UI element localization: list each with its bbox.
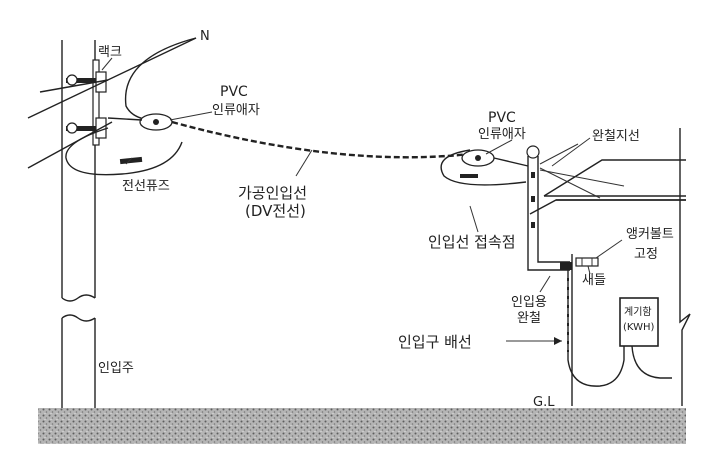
fuse-icon xyxy=(119,156,143,165)
leader-steel-guy xyxy=(551,137,591,167)
leader-pvc-left xyxy=(169,111,213,121)
label-insulator-right: 인류애자 xyxy=(478,127,526,142)
ground-strip xyxy=(38,408,686,444)
guy-wire-2 xyxy=(539,169,625,187)
meter-box xyxy=(619,297,659,347)
leader-entry-bracket xyxy=(539,275,551,293)
neutral-loop xyxy=(124,37,197,121)
leader-entry-wiring-arrow xyxy=(554,337,562,345)
pvc-insulator-left-icon xyxy=(107,113,173,131)
label-anchor-bolt: 앵커볼트 xyxy=(626,227,674,242)
fuse-loop xyxy=(65,127,183,176)
label-dv-wire: (DV전선) xyxy=(245,202,306,220)
pole-rack xyxy=(66,59,107,146)
leader-pvc-right xyxy=(485,139,513,155)
label-rack: 랙크 xyxy=(98,45,122,60)
leader-overhead xyxy=(295,149,313,177)
leader-saddle xyxy=(587,265,591,275)
distribution-line-lower xyxy=(27,121,113,169)
guy-wire-1 xyxy=(539,167,601,199)
label-pvc-right: PVC xyxy=(488,110,516,126)
label-pvc-left: PVC xyxy=(220,84,248,100)
distribution-line-upper xyxy=(27,37,197,119)
label-fixing: 고정 xyxy=(634,247,658,262)
label-entry-pole: 인입주 xyxy=(98,361,134,376)
label-entry-wiring: 인입구 배선 xyxy=(398,333,472,351)
joint-loop xyxy=(440,149,527,186)
entry-wiring-line xyxy=(567,270,625,387)
label-meter-box-1: 계기함 xyxy=(624,306,652,318)
saddle-icons xyxy=(575,257,599,267)
overhead-service-wire xyxy=(171,120,471,159)
label-neutral: N xyxy=(200,29,210,44)
leader-fuse xyxy=(125,157,133,165)
label-steel-guy: 완철지선 xyxy=(592,129,640,144)
label-overhead-line: 가공인입선 xyxy=(238,184,307,202)
building xyxy=(529,128,691,406)
meter-outgoing-wire xyxy=(631,345,672,379)
joint-marker-icon xyxy=(460,174,478,178)
label-entry-bracket-2: 완철 xyxy=(517,311,541,326)
label-insulator-left: 인류애자 xyxy=(212,103,260,118)
label-entry-bracket-1: 인입용 xyxy=(511,295,547,310)
guy-wire-3 xyxy=(539,143,579,165)
leader-joint xyxy=(469,205,479,233)
label-meter-box-2: (KWH) xyxy=(623,322,655,333)
leader-anchor xyxy=(595,239,623,259)
label-wire-fuse: 전선퓨즈 xyxy=(122,179,170,194)
pvc-insulator-right-icon xyxy=(461,149,529,167)
label-ground-level: G.L xyxy=(533,395,555,410)
entry-bracket xyxy=(526,145,572,271)
utility-pole xyxy=(61,40,96,408)
distribution-line-mid xyxy=(39,79,109,93)
leader-rack xyxy=(101,57,113,71)
label-joint-point: 인입선 접속점 xyxy=(428,233,516,251)
label-saddle: 새들 xyxy=(582,273,606,288)
